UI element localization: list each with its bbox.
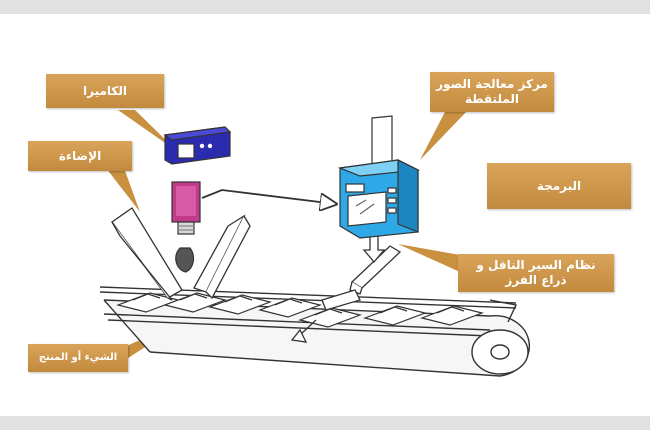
- label-product: الشيء أو المنتج: [28, 344, 128, 372]
- processing-pointer: [420, 110, 468, 160]
- camera-pointer: [118, 110, 178, 152]
- light-units: [111, 207, 251, 301]
- processor-unit: [337, 115, 421, 239]
- sorting-arm: [290, 233, 402, 343]
- label-programming: البرمجة: [487, 163, 631, 209]
- bottom-band: [0, 416, 650, 430]
- lighting-pointer: [106, 168, 140, 212]
- label-camera: الكاميرا: [46, 74, 164, 108]
- label-lighting: الإضاءة: [28, 141, 132, 171]
- products: [115, 292, 485, 328]
- label-conveyor: نظام السير الناقل و ذراع الفرز: [458, 254, 614, 292]
- camera-unit: [163, 126, 232, 273]
- label-processing: مركز معالجة الصور الملتقطة: [430, 72, 554, 112]
- conveyor-pointer: [398, 244, 460, 272]
- top-band: [0, 0, 650, 14]
- camera-to-processor-arrow: [201, 189, 336, 204]
